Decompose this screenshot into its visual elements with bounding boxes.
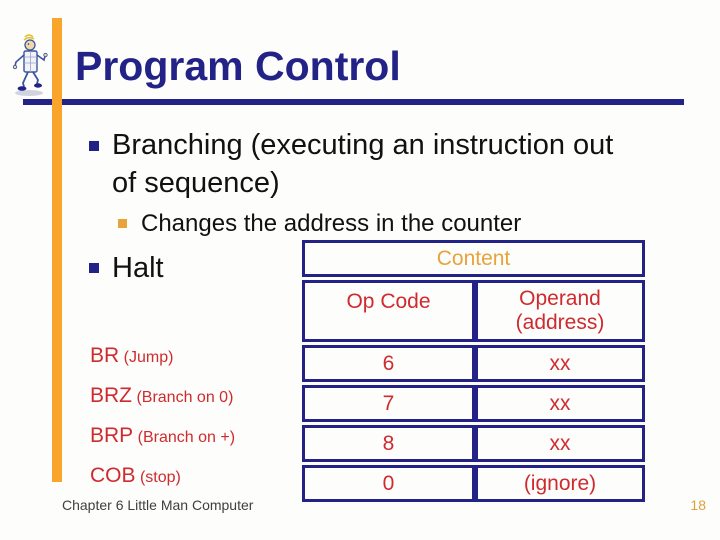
bullet-halt: Halt (112, 252, 164, 284)
bullet-branching: Branching (executing an instruction out … (112, 126, 682, 202)
mnemonic-br: BR (Jump) (90, 345, 173, 366)
table-row: 7 xx (302, 385, 645, 422)
table-row: 0 (ignore) (302, 465, 645, 502)
mnemonic-code: BR (90, 344, 120, 367)
operand-cell: xx (475, 345, 645, 382)
footer-chapter-text: Chapter 6 Little Man Computer (62, 497, 254, 513)
mnemonic-cob: COB (stop) (90, 465, 181, 486)
col-header-operand-line2: (address) (515, 311, 605, 334)
bullet-changes: Changes the address in the counter (141, 210, 522, 237)
operand-cell: xx (475, 425, 645, 462)
sub-bullet-square-icon (118, 219, 127, 228)
bullet-branching-line1: Branching (executing an instruction out (112, 129, 614, 161)
bullet-square-icon (89, 263, 99, 273)
mnemonic-brz: BRZ (Branch on 0) (90, 385, 233, 406)
mnemonic-code: BRZ (90, 384, 132, 407)
operand-cell: (ignore) (475, 465, 645, 502)
accent-bar (52, 18, 62, 482)
opcode-cell: 0 (302, 465, 475, 502)
table-title-row: Content (302, 240, 645, 277)
col-header-opcode: Op Code (302, 280, 475, 342)
table-row: 8 xx (302, 425, 645, 462)
content-table: Content Op Code Operand (address) 6 xx 7… (302, 237, 645, 505)
table-header-row: Op Code Operand (address) (302, 280, 645, 342)
opcode-cell: 7 (302, 385, 475, 422)
table-title: Content (302, 240, 645, 277)
col-header-operand: Operand (address) (475, 280, 645, 342)
mnemonic-desc: (stop) (139, 469, 181, 486)
mnemonic-desc: (Jump) (123, 349, 174, 366)
opcode-cell: 6 (302, 345, 475, 382)
mnemonic-code: BRP (90, 424, 134, 447)
mnemonic-desc: (Branch on +) (137, 429, 236, 446)
mnemonic-code: COB (90, 464, 136, 487)
little-man-icon (12, 34, 48, 96)
bullet-branching-line2: of sequence) (112, 167, 280, 199)
mnemonic-desc: (Branch on 0) (136, 389, 234, 406)
bullet-square-icon (89, 141, 99, 151)
mnemonic-brp: BRP (Branch on +) (90, 425, 235, 446)
page-title: Program Control (75, 43, 401, 89)
page-number: 18 (690, 497, 706, 513)
opcode-cell: 8 (302, 425, 475, 462)
operand-cell: xx (475, 385, 645, 422)
title-underline (23, 99, 684, 105)
table-row: 6 xx (302, 345, 645, 382)
col-header-operand-line1: Operand (519, 287, 601, 310)
